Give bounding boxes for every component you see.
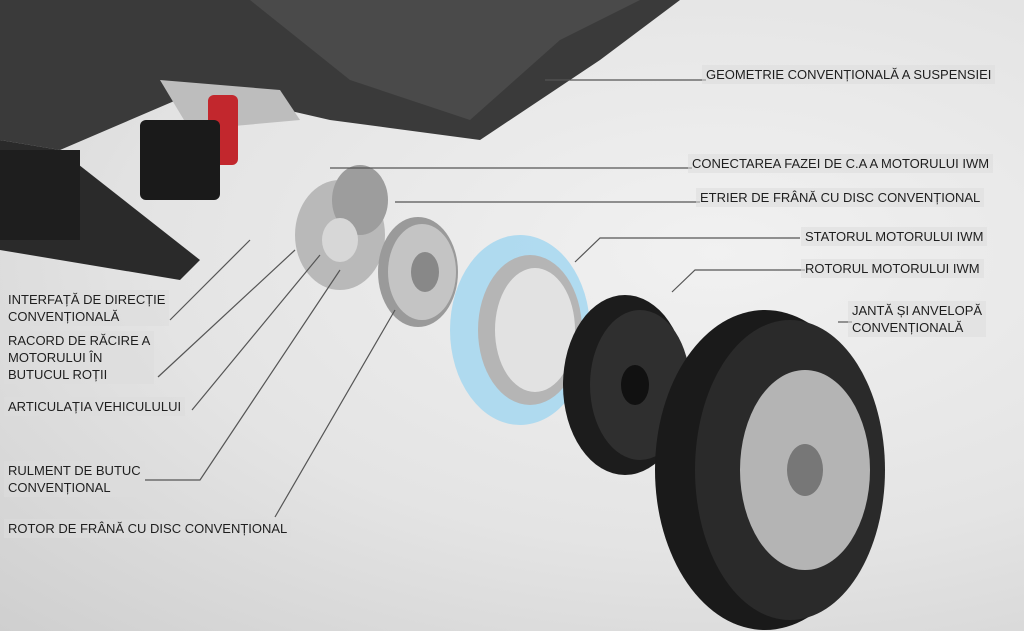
hub-knuckle — [295, 165, 388, 290]
label-hub-bearing: RULMENT DE BUTUC CONVENȚIONAL — [4, 461, 145, 497]
label-steering-interface-line2: CONVENȚIONALĂ — [8, 309, 120, 324]
label-rim-tire-line2: CONVENȚIONALĂ — [852, 320, 964, 335]
label-brake-caliper: ETRIER DE FRÂNĂ CU DISC CONVENȚIONAL — [696, 188, 985, 207]
motor-stator — [450, 235, 590, 425]
leader-lines — [145, 79, 852, 518]
label-hub-bearing-line1: RULMENT DE BUTUC — [8, 463, 141, 478]
label-rim-tire-line1: JANTĂ ȘI ANVELOPĂ — [852, 303, 983, 318]
label-steering-interface-line1: INTERFAȚĂ DE DIRECȚIE — [8, 292, 166, 307]
label-brake-rotor: ROTOR DE FRÂNĂ CU DISC CONVENȚIONAL — [4, 519, 292, 538]
label-suspension-geometry: GEOMETRIE CONVENȚIONALĂ A SUSPENSIEI — [702, 65, 996, 84]
label-cooling-connection: RACORD DE RĂCIRE A MOTORULUI ÎN BUTUCUL … — [4, 331, 155, 384]
label-cooling-line2: MOTORULUI ÎN — [8, 350, 103, 365]
label-motor-stator: STATORUL MOTORULUI IWM — [801, 227, 988, 246]
label-knuckle: ARTICULAȚIA VEHICULULUI — [4, 397, 186, 416]
label-ac-phase-connection: CONECTAREA FAZEI DE C.A A MOTORULUI IWM — [688, 154, 994, 173]
label-steering-interface: INTERFAȚĂ DE DIRECȚIE CONVENȚIONALĂ — [4, 290, 170, 326]
tire-and-rim — [655, 310, 885, 630]
label-hub-bearing-line2: CONVENȚIONAL — [8, 480, 111, 495]
label-cooling-line3: BUTUCUL ROȚII — [8, 367, 108, 382]
brake-disc — [378, 217, 458, 327]
label-rim-tire: JANTĂ ȘI ANVELOPĂ CONVENȚIONALĂ — [848, 301, 987, 337]
chassis-frame — [0, 0, 680, 280]
label-cooling-line1: RACORD DE RĂCIRE A — [8, 333, 151, 348]
label-motor-rotor: ROTORUL MOTORULUI IWM — [801, 259, 984, 278]
motor-rotor — [563, 295, 690, 475]
